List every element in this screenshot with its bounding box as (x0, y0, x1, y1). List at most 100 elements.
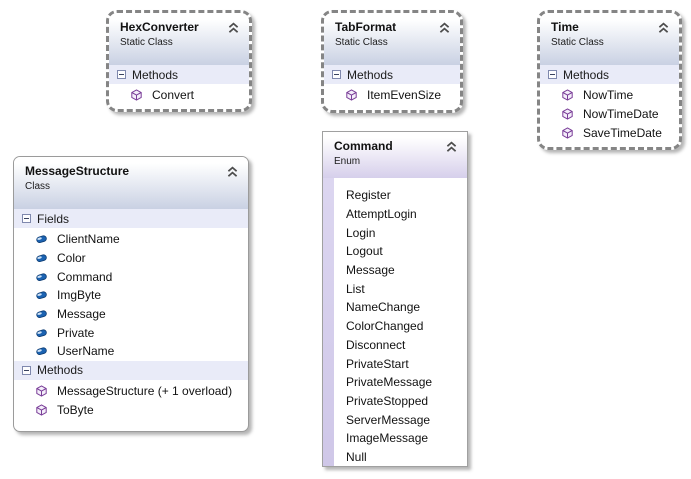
section-collapse-icon[interactable] (332, 70, 341, 79)
minus-glyph (24, 218, 29, 219)
collapse-chevron-icon[interactable] (438, 21, 451, 33)
method-icon (345, 89, 358, 102)
section-collapse-icon[interactable] (22, 214, 31, 223)
collapse-chevron-icon[interactable] (226, 165, 239, 177)
method-icon (561, 89, 574, 102)
member-item[interactable]: SaveTimeDate (540, 123, 679, 142)
minus-glyph (334, 74, 339, 75)
collapse-chevron-icon[interactable] (227, 21, 240, 33)
enum-member-item[interactable]: PrivateStopped (323, 392, 467, 411)
box-title: Time (551, 20, 579, 34)
member-item[interactable]: NowTime (540, 86, 679, 105)
method-icon (130, 89, 143, 102)
enum-member-item[interactable]: Logout (323, 242, 467, 261)
enum-member-label: PrivateMessage (346, 375, 433, 390)
method-icon (561, 127, 574, 139)
method-icon (35, 385, 48, 397)
member-item[interactable]: Private (14, 323, 248, 342)
member-label: NowTimeDate (583, 107, 659, 122)
enum-member-item[interactable]: Disconnect (323, 336, 467, 355)
member-label: ImgByte (57, 288, 102, 303)
method-icon (561, 108, 574, 120)
member-item[interactable]: ToByte (14, 401, 248, 420)
box-kind-label: Class (25, 181, 51, 192)
field-icon (35, 308, 48, 320)
member-label: NowTime (583, 88, 634, 103)
minus-glyph (24, 369, 29, 371)
member-item[interactable]: NowTimeDate (540, 105, 679, 124)
member-label: Message (57, 307, 106, 322)
member-label: MessageStructure (+ 1 overload) (57, 384, 233, 399)
collapse-chevron-icon[interactable] (657, 21, 670, 33)
enum-member-label: ImageMessage (346, 431, 429, 446)
enum-member-label: Logout (346, 244, 383, 259)
member-item[interactable]: Message (14, 305, 248, 324)
section-label: Methods (37, 363, 84, 378)
enum-member-item[interactable]: Null (323, 448, 467, 466)
member-item[interactable]: Color (14, 249, 248, 268)
box-kind-label: Static Class (120, 37, 173, 48)
enum-member-item[interactable]: ImageMessage (323, 429, 467, 448)
section-header-methods: Methods (324, 65, 460, 84)
enum-member-item[interactable]: ColorChanged (323, 317, 467, 336)
member-list: Convert (109, 84, 249, 105)
section-label: Fields (37, 211, 70, 226)
field-icon (35, 233, 48, 245)
member-list: MessageStructure (+ 1 overload) ToByte (14, 380, 248, 419)
section-label: Methods (132, 67, 179, 82)
section-collapse-icon[interactable] (548, 70, 557, 79)
enum-member-item[interactable]: Login (323, 223, 467, 242)
enum-member-item[interactable]: ServerMessage (323, 410, 467, 429)
enum-member-label: ServerMessage (346, 412, 431, 427)
member-label: Private (57, 325, 95, 340)
box-title: MessageStructure (25, 164, 130, 178)
field-icon (35, 289, 48, 301)
member-item[interactable]: MessageStructure (+ 1 overload) (14, 382, 248, 401)
enum-member-label: Null (346, 449, 367, 464)
section-label: Methods (563, 67, 610, 82)
box-kind-label: Enum (334, 156, 361, 167)
enum-member-item[interactable]: NameChange (323, 298, 467, 317)
member-item[interactable]: UserName (14, 342, 248, 361)
section-header-methods: Methods (540, 65, 679, 84)
enum-member-label: PrivateStopped (346, 393, 429, 408)
minus-glyph (119, 74, 124, 75)
member-label: Color (57, 251, 86, 266)
enum-member-item[interactable]: Message (323, 261, 467, 280)
collapse-chevron-icon[interactable] (445, 140, 458, 152)
member-list: ItemEvenSize (324, 84, 460, 105)
member-label: SaveTimeDate (583, 125, 662, 140)
section-collapse-icon[interactable] (117, 70, 126, 79)
section-collapse-icon[interactable] (22, 365, 31, 375)
section-header-fields: Fields (14, 209, 248, 228)
section-label: Methods (347, 67, 394, 82)
member-item[interactable]: ImgByte (14, 286, 248, 305)
enum-member-item[interactable]: Register (323, 186, 467, 205)
member-item[interactable]: Command (14, 267, 248, 286)
enum-member-label: List (346, 281, 365, 296)
member-item[interactable]: Convert (109, 86, 249, 105)
enum-member-label: Register (346, 188, 391, 203)
enum-member-label: Login (346, 225, 376, 240)
enum-member-item[interactable]: AttemptLogin (323, 205, 467, 224)
enum-member-item[interactable]: PrivateStart (323, 354, 467, 373)
section-header-methods: Methods (109, 65, 249, 84)
member-item[interactable]: ItemEvenSize (324, 86, 460, 105)
field-icon (35, 345, 48, 357)
enum-member-item[interactable]: PrivateMessage (323, 373, 467, 392)
enum-member-label: Message (346, 263, 395, 278)
box-kind-label: Static Class (335, 37, 388, 48)
enum-member-item[interactable]: List (323, 279, 467, 298)
member-item[interactable]: ClientName (14, 230, 248, 249)
